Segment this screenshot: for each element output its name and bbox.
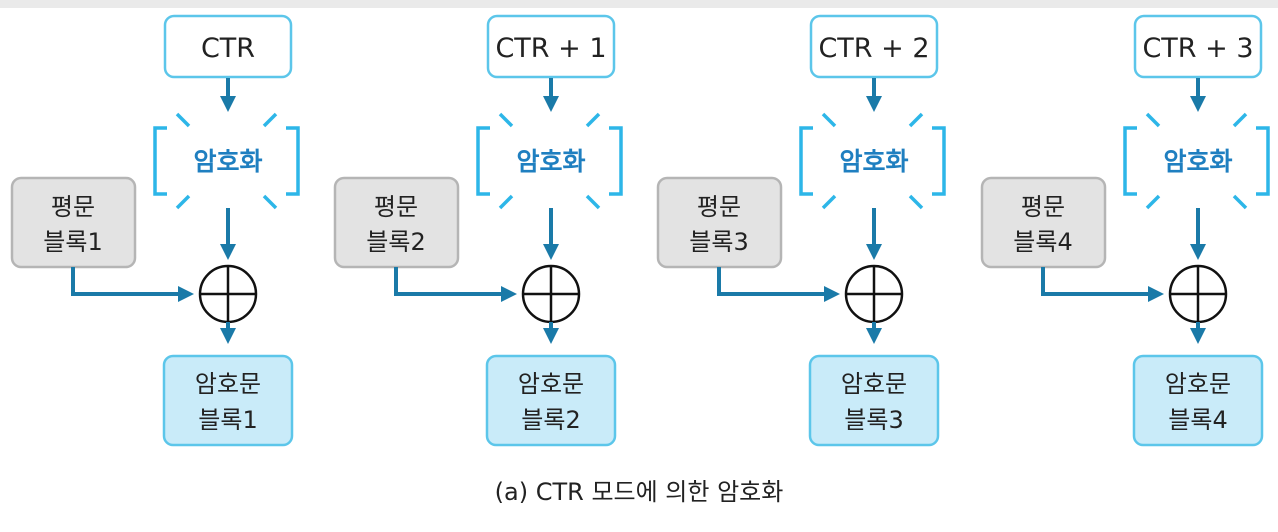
encrypt-label: 암호화 [193, 147, 262, 176]
plaintext-label: 평문 [1021, 193, 1065, 221]
counter-label: CTR [201, 33, 255, 64]
encrypt-label: 암호화 [839, 147, 908, 176]
plaintext-block-label: 블록4 [1013, 228, 1072, 256]
encrypt-frame-right [286, 126, 300, 196]
counter-label: CTR + 2 [818, 33, 929, 64]
ciphertext-block-label: 블록4 [1168, 406, 1227, 434]
figure-caption: (a) CTR 모드에 의한 암호화 [495, 478, 784, 506]
ciphertext-block-label: 블록2 [521, 406, 580, 434]
counter-box [1133, 14, 1263, 79]
counter-label: CTR + 1 [495, 33, 606, 64]
encrypt-label: 암호화 [516, 147, 585, 176]
ciphertext-box [1132, 354, 1264, 447]
encrypt-frame-right [932, 126, 946, 196]
plaintext-block-label: 블록2 [366, 228, 425, 256]
arrow-plaintext-to-xor [394, 267, 517, 302]
counter-label: CTR + 3 [1142, 33, 1253, 64]
encrypt-frame-left [153, 126, 167, 196]
plaintext-block-label: 블록1 [43, 228, 102, 256]
encrypt-chevrons [1145, 112, 1248, 210]
counter-box [809, 14, 939, 79]
encrypt-frame-left [476, 126, 490, 196]
encrypt-chevrons [175, 112, 278, 210]
arrow-plaintext-to-xor [717, 267, 840, 302]
arrow-plaintext-to-xor [71, 267, 194, 302]
arrow-plaintext-to-xor [1041, 267, 1164, 302]
ciphertext-label: 암호문 [1165, 370, 1231, 398]
plaintext-label: 평문 [51, 193, 95, 221]
encrypt-frame-right [1256, 126, 1270, 196]
counter-box [486, 14, 616, 79]
encrypt-frame-right [609, 126, 623, 196]
ciphertext-label: 암호문 [841, 370, 907, 398]
plaintext-label: 평문 [697, 193, 741, 221]
ciphertext-box [162, 354, 294, 447]
plaintext-block-label: 블록3 [689, 228, 748, 256]
encrypt-chevrons [498, 112, 601, 210]
encrypt-chevrons [821, 112, 924, 210]
counter-box [163, 14, 293, 79]
ciphertext-box [808, 354, 940, 447]
plaintext-label: 평문 [374, 193, 418, 221]
ciphertext-block-label: 블록3 [844, 406, 903, 434]
encrypt-label: 암호화 [1163, 147, 1232, 176]
ciphertext-label: 암호문 [518, 370, 584, 398]
encrypt-frame-left [1123, 126, 1137, 196]
encrypt-frame-left [799, 126, 813, 196]
ciphertext-block-label: 블록1 [198, 406, 257, 434]
ciphertext-label: 암호문 [195, 370, 261, 398]
ciphertext-box [485, 354, 617, 447]
